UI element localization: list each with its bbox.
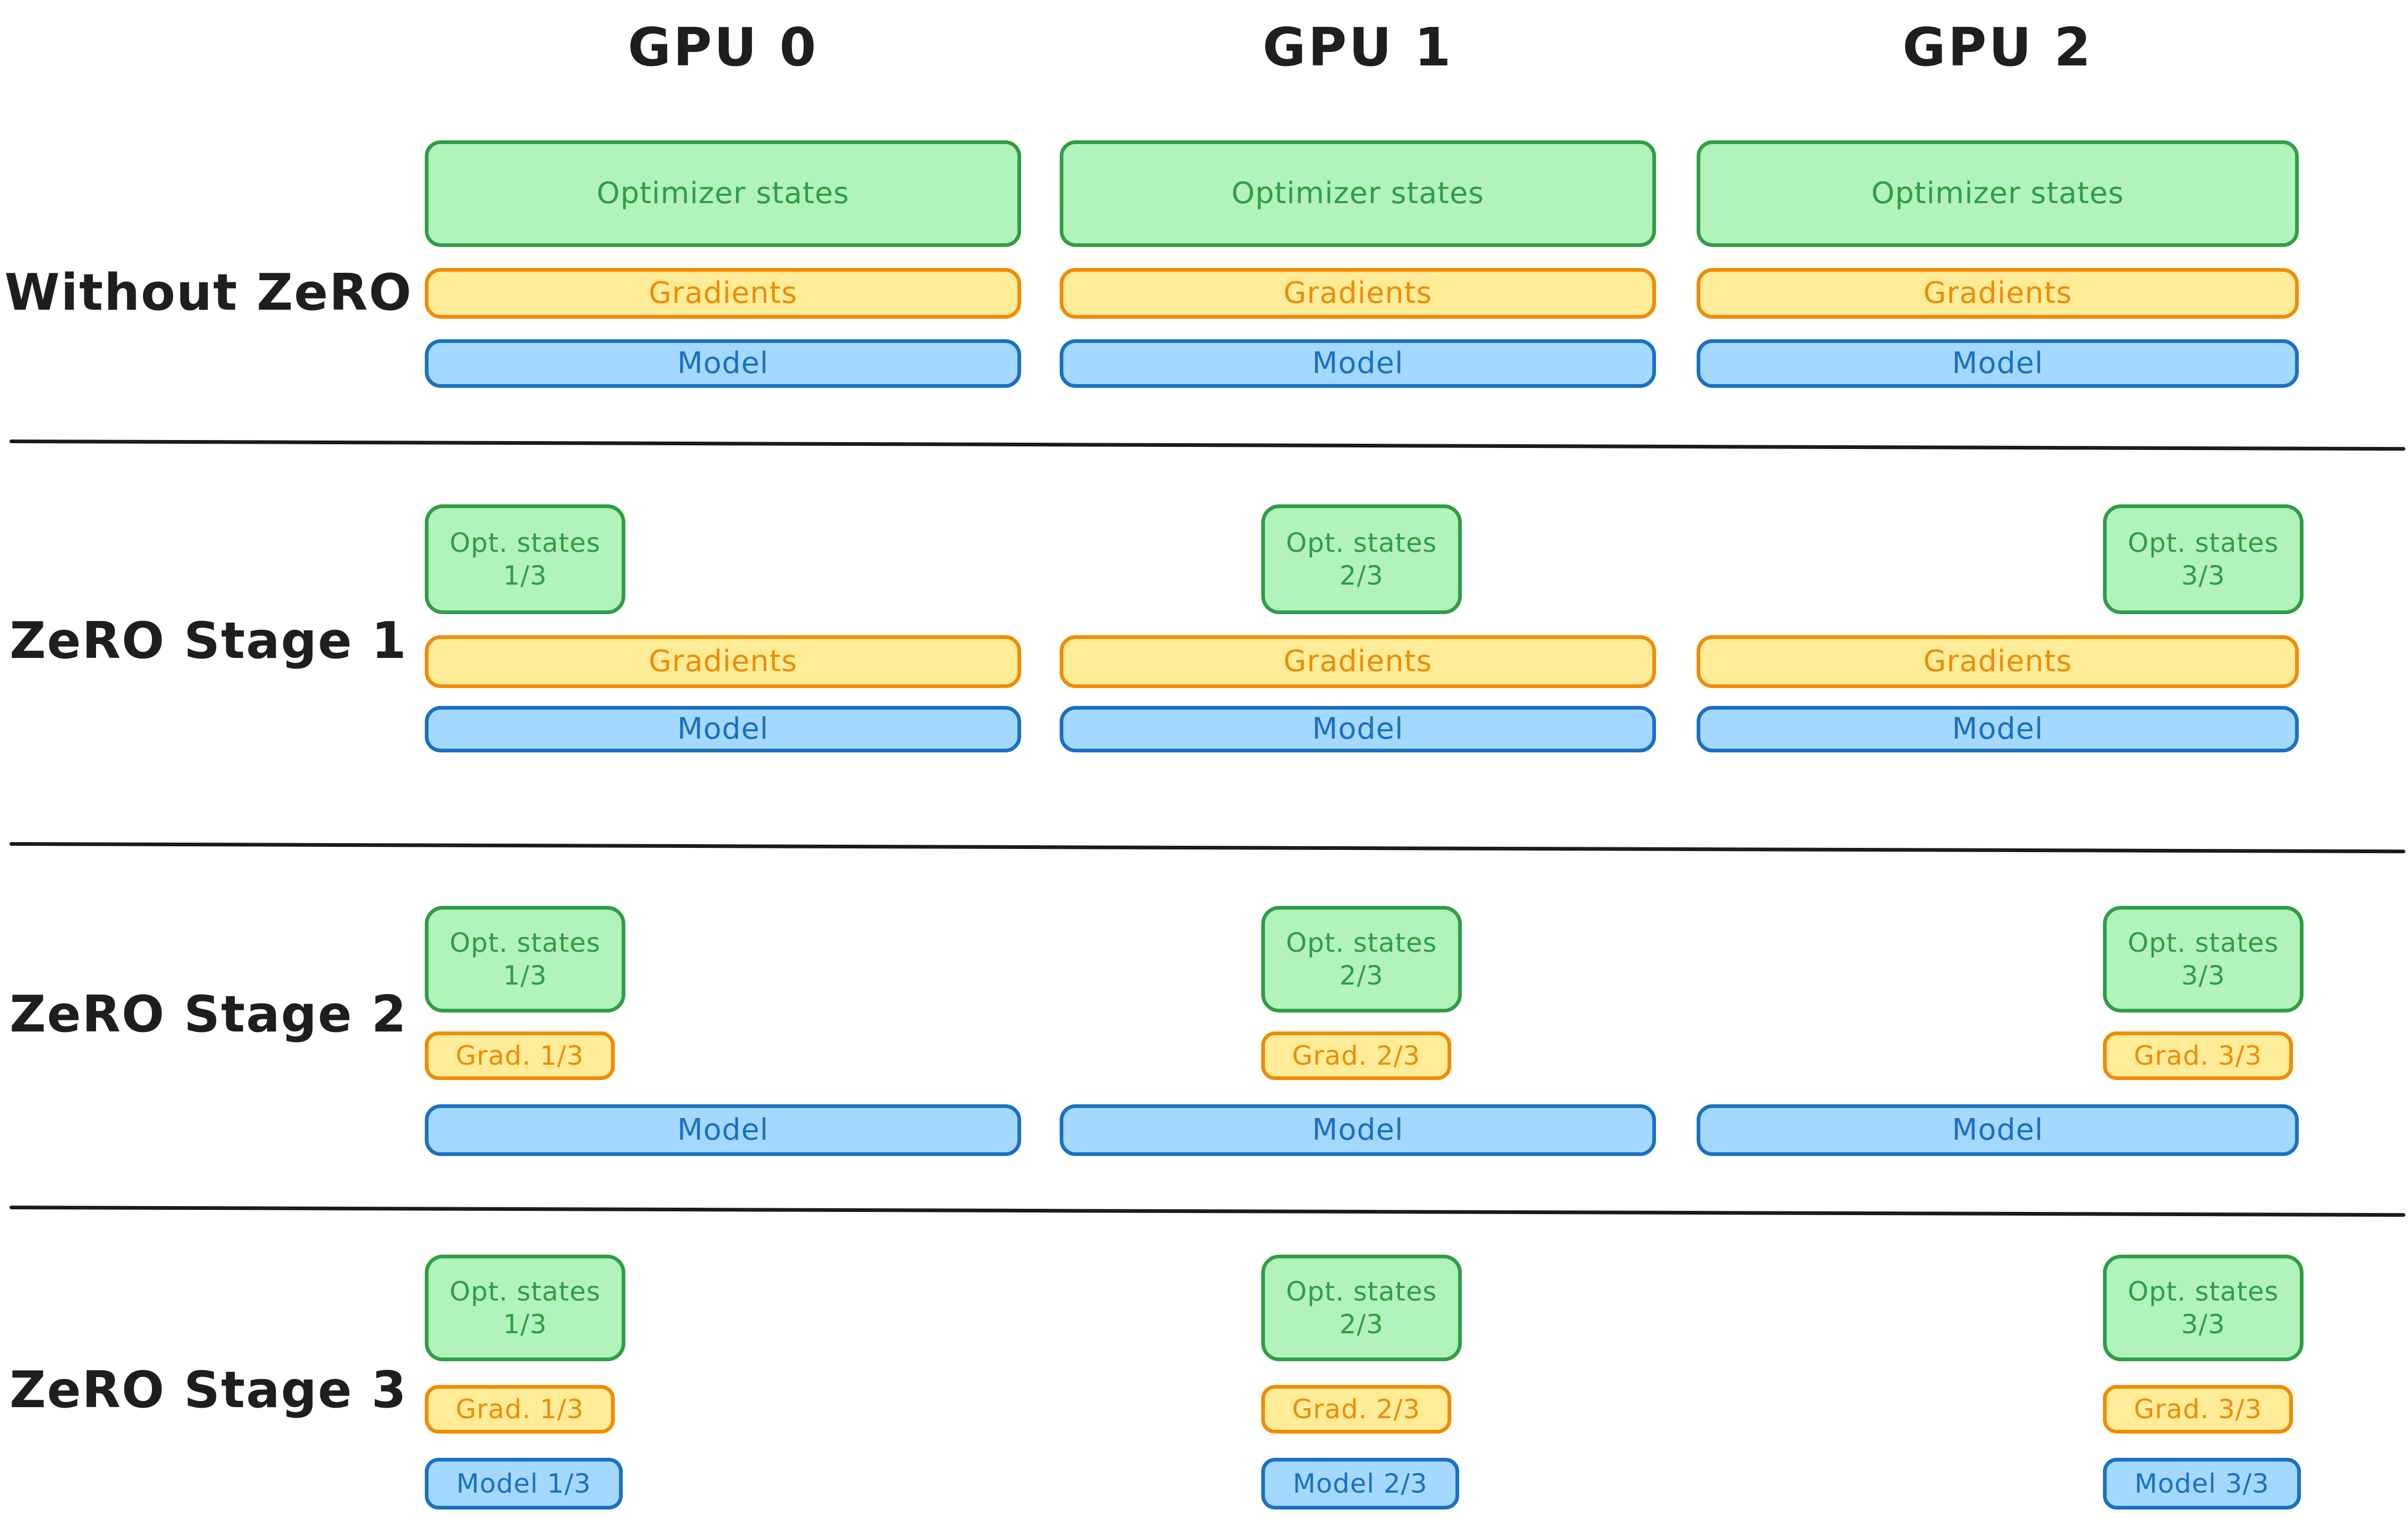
gradients-label: Gradients <box>1923 644 2072 679</box>
optimizer-states-box: Optimizer states <box>1697 140 2299 247</box>
model-label: Model <box>1952 712 2044 746</box>
gradients-box: Gradients <box>1697 268 2299 319</box>
gradients-box: Gradients <box>425 635 1021 688</box>
model-label: Model <box>1312 1113 1404 1147</box>
optimizer-states-fraction: 2/3 <box>1339 1309 1384 1340</box>
optimizer-states-label: Opt. states <box>449 1276 601 1307</box>
model-label: Model 2/3 <box>1292 1468 1428 1499</box>
optimizer-states-label: Optimizer states <box>1871 176 2124 211</box>
model-box: Model <box>1697 1104 2299 1156</box>
optimizer-states-label: Opt. states <box>449 927 601 958</box>
gradients-box: Grad. 1/3 <box>425 1385 615 1434</box>
model-box: Model 1/3 <box>425 1458 623 1510</box>
optimizer-states-fraction: 3/3 <box>2181 960 2225 991</box>
model-label: Model <box>1312 346 1404 380</box>
model-label: Model <box>677 346 769 380</box>
model-box: Model <box>425 1104 1021 1156</box>
model-label: Model 1/3 <box>456 1468 592 1499</box>
gradients-label: Grad. 1/3 <box>455 1393 584 1425</box>
optimizer-states-label: Opt. states <box>2127 927 2279 958</box>
model-label: Model <box>677 1113 769 1147</box>
row-label-zero-stage-1: ZeRO Stage 1 <box>9 612 407 670</box>
divider-line <box>9 1206 2405 1217</box>
model-box: Model <box>1697 706 2299 752</box>
optimizer-states-label: Opt. states <box>1286 927 1438 958</box>
optimizer-states-box: Opt. states 1/3 <box>425 504 625 614</box>
optimizer-states-box: Opt. states 2/3 <box>1261 504 1462 614</box>
optimizer-states-box: Opt. states 3/3 <box>2103 906 2304 1012</box>
optimizer-states-label: Opt. states <box>2127 1276 2279 1307</box>
model-label: Model 3/3 <box>2134 1468 2270 1499</box>
optimizer-states-box: Optimizer states <box>425 140 1021 247</box>
model-box: Model <box>1060 706 1656 752</box>
gradients-label: Gradients <box>1283 644 1432 679</box>
optimizer-states-label: Optimizer states <box>1231 176 1484 211</box>
optimizer-states-box: Opt. states 1/3 <box>425 1255 625 1361</box>
optimizer-states-fraction: 1/3 <box>503 1309 547 1340</box>
model-box: Model <box>425 706 1021 752</box>
row-label-without-zero: Without ZeRO <box>4 264 413 322</box>
row-label-zero-stage-2: ZeRO Stage 2 <box>9 986 407 1044</box>
gradients-label: Gradients <box>1923 276 2072 310</box>
optimizer-states-label: Opt. states <box>2127 527 2279 558</box>
gradients-box: Gradients <box>1060 635 1656 688</box>
gradients-label: Gradients <box>1283 276 1432 310</box>
gpu-header-1: GPU 1 <box>1262 16 1453 78</box>
model-box: Model <box>1060 339 1656 388</box>
optimizer-states-fraction: 1/3 <box>503 560 547 591</box>
gradients-box: Grad. 1/3 <box>425 1031 615 1080</box>
gradients-label: Grad. 3/3 <box>2134 1393 2262 1425</box>
gpu-header-0: GPU 0 <box>627 16 818 78</box>
optimizer-states-label: Optimizer states <box>596 176 850 211</box>
gradients-label: Gradients <box>649 276 797 310</box>
optimizer-states-fraction: 3/3 <box>2181 1309 2225 1340</box>
gradients-label: Grad. 1/3 <box>455 1040 584 1071</box>
model-label: Model <box>1952 1113 2044 1147</box>
model-label: Model <box>1312 712 1404 746</box>
optimizer-states-box: Opt. states 2/3 <box>1261 1255 1462 1361</box>
gradients-box: Grad. 2/3 <box>1261 1385 1451 1434</box>
gradients-box: Gradients <box>1697 635 2299 688</box>
model-box: Model <box>425 339 1021 388</box>
optimizer-states-box: Opt. states 3/3 <box>2103 504 2304 614</box>
model-box: Model 3/3 <box>2103 1458 2301 1510</box>
row-label-zero-stage-3: ZeRO Stage 3 <box>9 1361 407 1419</box>
gradients-box: Grad. 3/3 <box>2103 1031 2293 1080</box>
gradients-label: Grad. 3/3 <box>2134 1040 2262 1071</box>
model-box: Model <box>1697 339 2299 388</box>
model-box: Model 2/3 <box>1261 1458 1459 1510</box>
optimizer-states-box: Opt. states 3/3 <box>2103 1255 2304 1361</box>
model-label: Model <box>1952 346 2044 380</box>
optimizer-states-label: Opt. states <box>1286 527 1438 558</box>
optimizer-states-fraction: 2/3 <box>1339 560 1384 591</box>
gradients-box: Gradients <box>425 268 1021 319</box>
optimizer-states-label: Opt. states <box>449 527 601 558</box>
gpu-header-2: GPU 2 <box>1902 16 2093 78</box>
model-box: Model <box>1060 1104 1656 1156</box>
gradients-box: Grad. 2/3 <box>1261 1031 1451 1080</box>
optimizer-states-box: Optimizer states <box>1060 140 1656 247</box>
gradients-label: Gradients <box>649 644 797 679</box>
optimizer-states-box: Opt. states 2/3 <box>1261 906 1462 1012</box>
gradients-box: Grad. 3/3 <box>2103 1385 2293 1434</box>
divider-line <box>9 440 2405 451</box>
model-label: Model <box>677 712 769 746</box>
optimizer-states-label: Opt. states <box>1286 1276 1438 1307</box>
optimizer-states-fraction: 3/3 <box>2181 560 2225 591</box>
optimizer-states-box: Opt. states 1/3 <box>425 906 625 1012</box>
gradients-box: Gradients <box>1060 268 1656 319</box>
divider-line <box>9 842 2405 854</box>
gradients-label: Grad. 2/3 <box>1292 1393 1421 1425</box>
optimizer-states-fraction: 1/3 <box>503 960 547 991</box>
optimizer-states-fraction: 2/3 <box>1339 960 1384 991</box>
gradients-label: Grad. 2/3 <box>1292 1040 1421 1071</box>
